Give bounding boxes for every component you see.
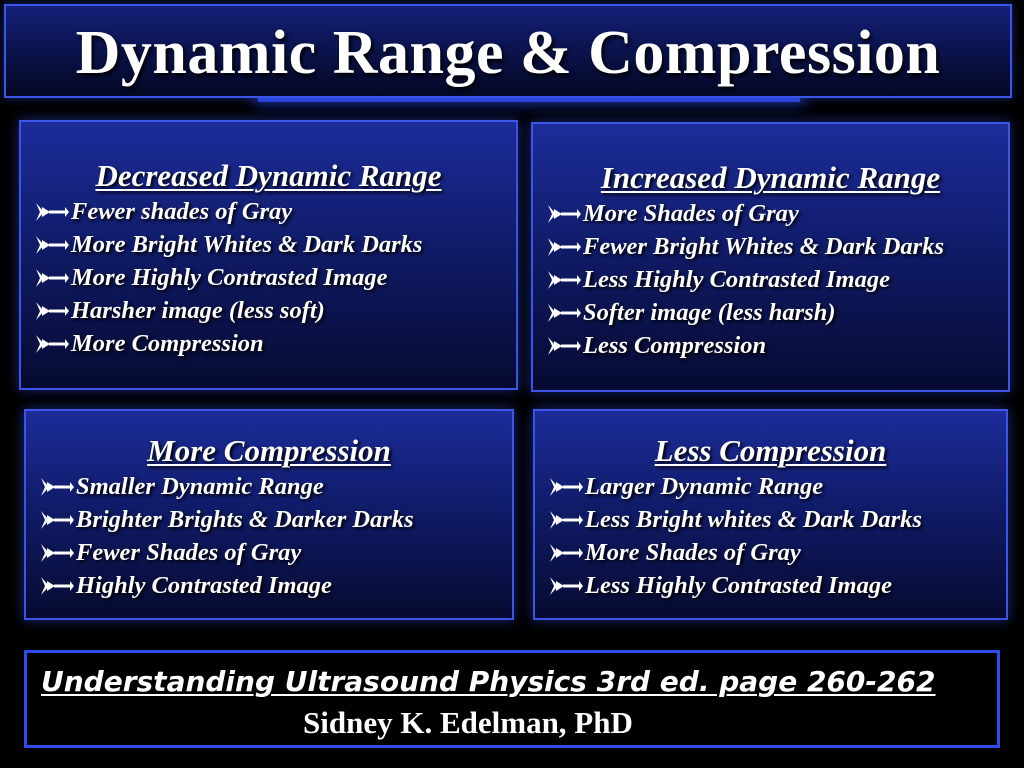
arrow-bullet-icon (548, 303, 581, 322)
list-item-text: Softer image (less harsh) (583, 298, 836, 326)
arrow-bullet-icon (41, 576, 74, 595)
list-item: More Shades of Gray (549, 537, 1002, 570)
list-item: Brighter Brights & Darker Darks (40, 504, 508, 537)
list-item: Larger Dynamic Range (549, 471, 1002, 504)
arrow-bullet-icon (41, 511, 74, 530)
arrow-bullet-icon (36, 301, 69, 320)
panel-less-compression: Less Compression Larger Dynamic Range Le… (533, 409, 1008, 620)
arrow-bullet-icon (41, 478, 74, 497)
panel-increased-dynamic-range: Increased Dynamic Range More Shades of G… (531, 122, 1010, 392)
list-item: Softer image (less harsh) (547, 296, 1004, 329)
list-item: Fewer Bright Whites & Dark Darks (547, 231, 1004, 264)
list-item: Harsher image (less soft) (35, 294, 512, 327)
arrow-bullet-icon (548, 270, 581, 289)
list-item: Less Highly Contrasted Image (547, 264, 1004, 297)
arrow-bullet-icon (550, 543, 583, 562)
list-item: Less Bright whites & Dark Darks (549, 504, 1002, 537)
list-item-text: Larger Dynamic Range (585, 473, 824, 501)
panel-heading: Less Compression (654, 433, 887, 468)
arrow-bullet-icon (41, 543, 74, 562)
list-item-text: Fewer Bright Whites & Dark Darks (583, 233, 944, 261)
list-item: More Shades of Gray (547, 198, 1004, 231)
list-item-text: More Shades of Gray (583, 200, 799, 228)
citation-box: Understanding Ultrasound Physics 3rd ed.… (24, 650, 1000, 748)
list-item-text: More Compression (71, 329, 264, 357)
list-item-text: More Highly Contrasted Image (71, 263, 388, 291)
arrow-bullet-icon (550, 511, 583, 530)
list-item: Fewer shades of Gray (35, 196, 512, 229)
panel-heading: Increased Dynamic Range (600, 160, 941, 195)
list-item-text: Harsher image (less soft) (71, 296, 325, 324)
arrow-bullet-icon (550, 576, 583, 595)
author-name: Sidney K. Edelman, PhD (303, 705, 633, 740)
list-item-text: Fewer shades of Gray (71, 198, 293, 226)
panel-decreased-dynamic-range: Decreased Dynamic Range Fewer shades of … (19, 120, 518, 390)
list-item-text: Smaller Dynamic Range (76, 473, 324, 501)
list-item: Less Highly Contrasted Image (549, 569, 1002, 602)
list-item: More Compression (35, 327, 512, 360)
arrow-bullet-icon (548, 336, 581, 355)
arrow-bullet-icon (548, 205, 581, 224)
list-item: More Bright Whites & Dark Darks (35, 229, 512, 262)
list-item-text: Less Highly Contrasted Image (585, 571, 892, 599)
arrow-bullet-icon (36, 334, 69, 353)
list-item-text: Less Highly Contrasted Image (583, 265, 890, 293)
list-item-text: Less Compression (583, 331, 767, 359)
panel-heading: Decreased Dynamic Range (95, 158, 442, 193)
arrow-bullet-icon (36, 203, 69, 222)
list-item-text: More Shades of Gray (585, 538, 801, 566)
arrow-bullet-icon (36, 236, 69, 255)
list-item: Fewer Shades of Gray (40, 537, 508, 570)
list-item-text: Less Bright whites & Dark Darks (585, 506, 922, 534)
arrow-bullet-icon (36, 268, 69, 287)
list-item: More Highly Contrasted Image (35, 262, 512, 295)
list-item: Highly Contrasted Image (40, 569, 508, 602)
list-item-text: Highly Contrasted Image (76, 571, 332, 599)
arrow-bullet-icon (548, 238, 581, 257)
list-item-text: Brighter Brights & Darker Darks (76, 506, 414, 534)
list-item: Smaller Dynamic Range (40, 471, 508, 504)
list-item: Less Compression (547, 329, 1004, 362)
panel-more-compression: More Compression Smaller Dynamic Range B… (24, 409, 514, 620)
panel-heading: More Compression (147, 433, 391, 468)
book-reference: Understanding Ultrasound Physics 3rd ed.… (41, 665, 936, 698)
title-banner: Dynamic Range & Compression (4, 4, 1012, 98)
list-item-text: Fewer Shades of Gray (76, 538, 302, 566)
slide-title: Dynamic Range & Compression (75, 19, 941, 87)
arrow-bullet-icon (550, 478, 583, 497)
list-item-text: More Bright Whites & Dark Darks (71, 231, 423, 259)
